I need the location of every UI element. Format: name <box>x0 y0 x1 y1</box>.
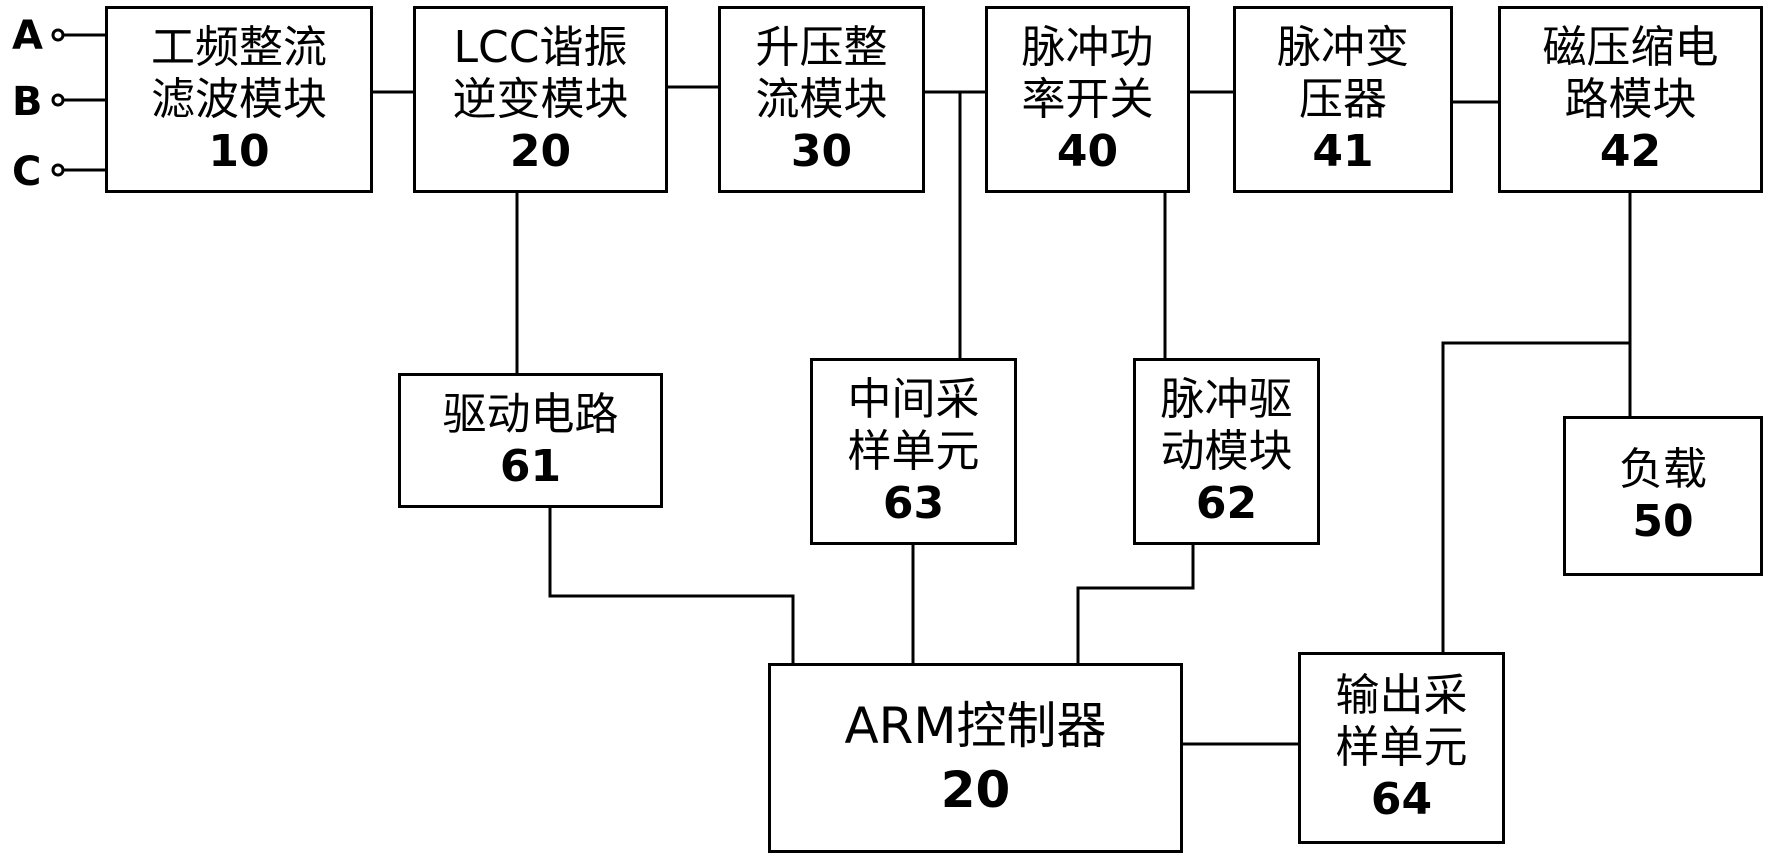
block-number: 20 <box>940 761 1011 819</box>
magnetic-compression-module: 磁压缩电 路模块 42 <box>1498 6 1763 193</box>
pulse-power-switch: 脉冲功 率开关 40 <box>985 6 1190 193</box>
block-label: 升压整 流模块 <box>755 21 888 125</box>
block-label: 工频整流 滤波模块 <box>151 21 327 125</box>
block-number: 64 <box>1370 774 1433 825</box>
load: 负载 50 <box>1563 416 1763 576</box>
block-label: 脉冲功 率开关 <box>1021 21 1154 125</box>
block-label: 中间采 样单元 <box>847 373 980 477</box>
lcc-resonant-inverter-module: LCC谐振 逆变模块 20 <box>413 6 668 193</box>
intermediate-sampling-unit: 中间采 样单元 63 <box>810 358 1017 545</box>
wire-load-64 <box>1441 341 1630 652</box>
arm-controller: ARM控制器 20 <box>768 663 1183 853</box>
terminal-c-node <box>51 163 65 177</box>
block-number: 61 <box>499 440 562 492</box>
block-label: 输出采 样单元 <box>1335 670 1468 773</box>
rectifier-filter-module: 工频整流 滤波模块 10 <box>105 6 373 193</box>
terminal-b-node <box>51 93 65 107</box>
wire-61-arm <box>548 508 795 663</box>
wire-62-arm <box>1076 545 1195 663</box>
block-label: 负载 <box>1619 444 1707 495</box>
block-label: 脉冲驱 动模块 <box>1160 373 1293 477</box>
boost-rectifier-module: 升压整 流模块 30 <box>718 6 925 193</box>
block-number: 63 <box>882 477 945 529</box>
block-number: 50 <box>1632 496 1694 547</box>
block-number: 41 <box>1312 125 1374 177</box>
output-sampling-unit: 输出采 样单元 64 <box>1298 652 1505 844</box>
block-label: 磁压缩电 路模块 <box>1542 21 1719 125</box>
block-number: 42 <box>1599 125 1662 177</box>
pulse-transformer: 脉冲变 压器 41 <box>1233 6 1453 193</box>
terminal-b-label: B <box>12 79 43 125</box>
pulse-drive-module: 脉冲驱 动模块 62 <box>1133 358 1320 545</box>
block-number: 20 <box>509 125 572 177</box>
terminal-a-node <box>51 28 65 42</box>
block-number: 40 <box>1056 125 1119 177</box>
terminal-a-label: A <box>12 13 43 59</box>
block-label: 脉冲变 压器 <box>1277 21 1409 125</box>
block-number: 10 <box>208 125 270 177</box>
block-number: 30 <box>790 125 853 177</box>
block-label: 驱动电路 <box>442 388 619 440</box>
terminal-c-label: C <box>12 149 42 195</box>
block-number: 62 <box>1195 477 1258 529</box>
drive-circuit: 驱动电路 61 <box>398 373 663 508</box>
block-label: LCC谐振 逆变模块 <box>452 21 629 125</box>
block-label: ARM控制器 <box>844 697 1107 755</box>
